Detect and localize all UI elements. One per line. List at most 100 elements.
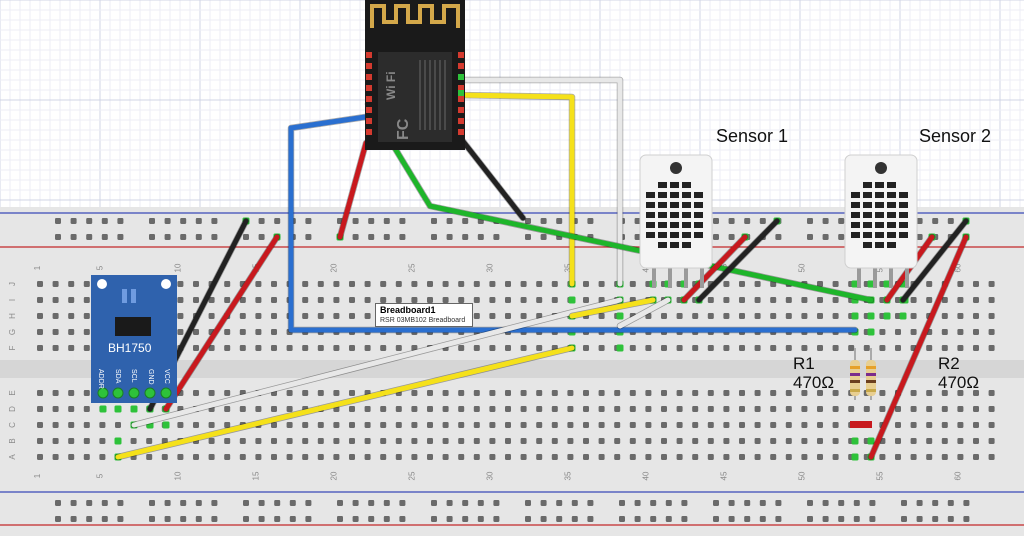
hole — [770, 281, 777, 287]
hole — [853, 500, 860, 506]
hole — [932, 218, 939, 224]
hole — [957, 329, 964, 335]
hole — [395, 297, 402, 303]
hole — [489, 297, 496, 303]
hole — [556, 516, 563, 522]
breadboard-center-channel — [0, 360, 1024, 378]
hole — [149, 234, 155, 240]
hole — [525, 234, 531, 240]
hole — [525, 516, 531, 522]
yellow-wire-bh1750-sda — [115, 345, 575, 460]
hole — [583, 297, 589, 303]
esp-pin-right — [458, 107, 464, 113]
hole — [957, 438, 964, 444]
sensor-vent — [875, 242, 884, 248]
hole — [838, 516, 845, 522]
column-number-top: 10 — [173, 263, 182, 272]
hole — [723, 390, 730, 396]
hole — [571, 500, 578, 506]
hole — [352, 218, 359, 224]
hole — [754, 281, 761, 287]
hole — [957, 422, 964, 428]
column-number-bottom: 5 — [95, 473, 104, 478]
hole — [801, 438, 808, 444]
hole — [879, 329, 886, 335]
hole — [349, 313, 355, 319]
hole — [863, 406, 870, 412]
hole — [707, 454, 714, 460]
hole — [988, 313, 995, 319]
hole — [598, 313, 605, 319]
hole — [785, 438, 792, 444]
hole — [399, 500, 406, 506]
hole — [723, 281, 730, 287]
hole — [446, 218, 453, 224]
hole — [86, 218, 93, 224]
hole — [239, 329, 246, 335]
hole — [770, 406, 777, 412]
hole — [411, 422, 418, 428]
hole — [754, 438, 761, 444]
hole — [692, 406, 699, 412]
hole — [817, 281, 823, 287]
hole — [224, 281, 231, 287]
sensor-vent — [863, 222, 872, 228]
hole — [193, 345, 199, 351]
hole — [446, 516, 453, 522]
hole — [785, 454, 792, 460]
hole — [676, 406, 683, 412]
sensor-vent — [670, 192, 679, 198]
hole — [540, 218, 547, 224]
hole — [614, 406, 621, 412]
hole — [957, 406, 964, 412]
hole — [583, 406, 589, 412]
hole — [895, 438, 901, 444]
red-wire-sensor1-vcc — [681, 234, 748, 303]
hole — [910, 406, 917, 412]
hole — [957, 390, 964, 396]
hole — [70, 516, 77, 522]
hole — [239, 406, 246, 412]
hole — [817, 345, 823, 351]
hole — [349, 454, 355, 460]
esp-pin-connected — [458, 74, 464, 80]
column-number-bottom: 15 — [251, 471, 260, 480]
hole — [462, 234, 469, 240]
hole — [661, 406, 667, 412]
hole — [493, 500, 500, 506]
hole — [224, 297, 231, 303]
hole — [723, 438, 730, 444]
hole — [739, 406, 745, 412]
hole — [195, 516, 202, 522]
hole — [634, 500, 641, 506]
hole — [442, 390, 449, 396]
hole — [525, 500, 531, 506]
hole — [838, 218, 845, 224]
connected-hole — [883, 280, 891, 288]
hole — [37, 454, 43, 460]
hole — [117, 500, 124, 506]
hole — [83, 297, 90, 303]
hole — [458, 422, 465, 428]
sensor-vent — [646, 222, 655, 228]
hole — [286, 454, 293, 460]
hole — [879, 454, 886, 460]
hole — [520, 297, 527, 303]
connected-hole — [130, 405, 138, 413]
hole — [349, 438, 355, 444]
hole — [195, 218, 202, 224]
hole — [368, 516, 375, 522]
hole — [863, 345, 870, 351]
hole — [926, 454, 933, 460]
hole — [973, 297, 979, 303]
hole — [337, 516, 343, 522]
hole — [286, 422, 293, 428]
hole — [723, 313, 730, 319]
hole — [916, 218, 923, 224]
hole — [146, 454, 153, 460]
sensor-vent — [658, 182, 667, 188]
resistor-r2 — [866, 348, 876, 400]
hole — [551, 438, 558, 444]
hole — [101, 516, 108, 522]
hole — [832, 345, 839, 351]
